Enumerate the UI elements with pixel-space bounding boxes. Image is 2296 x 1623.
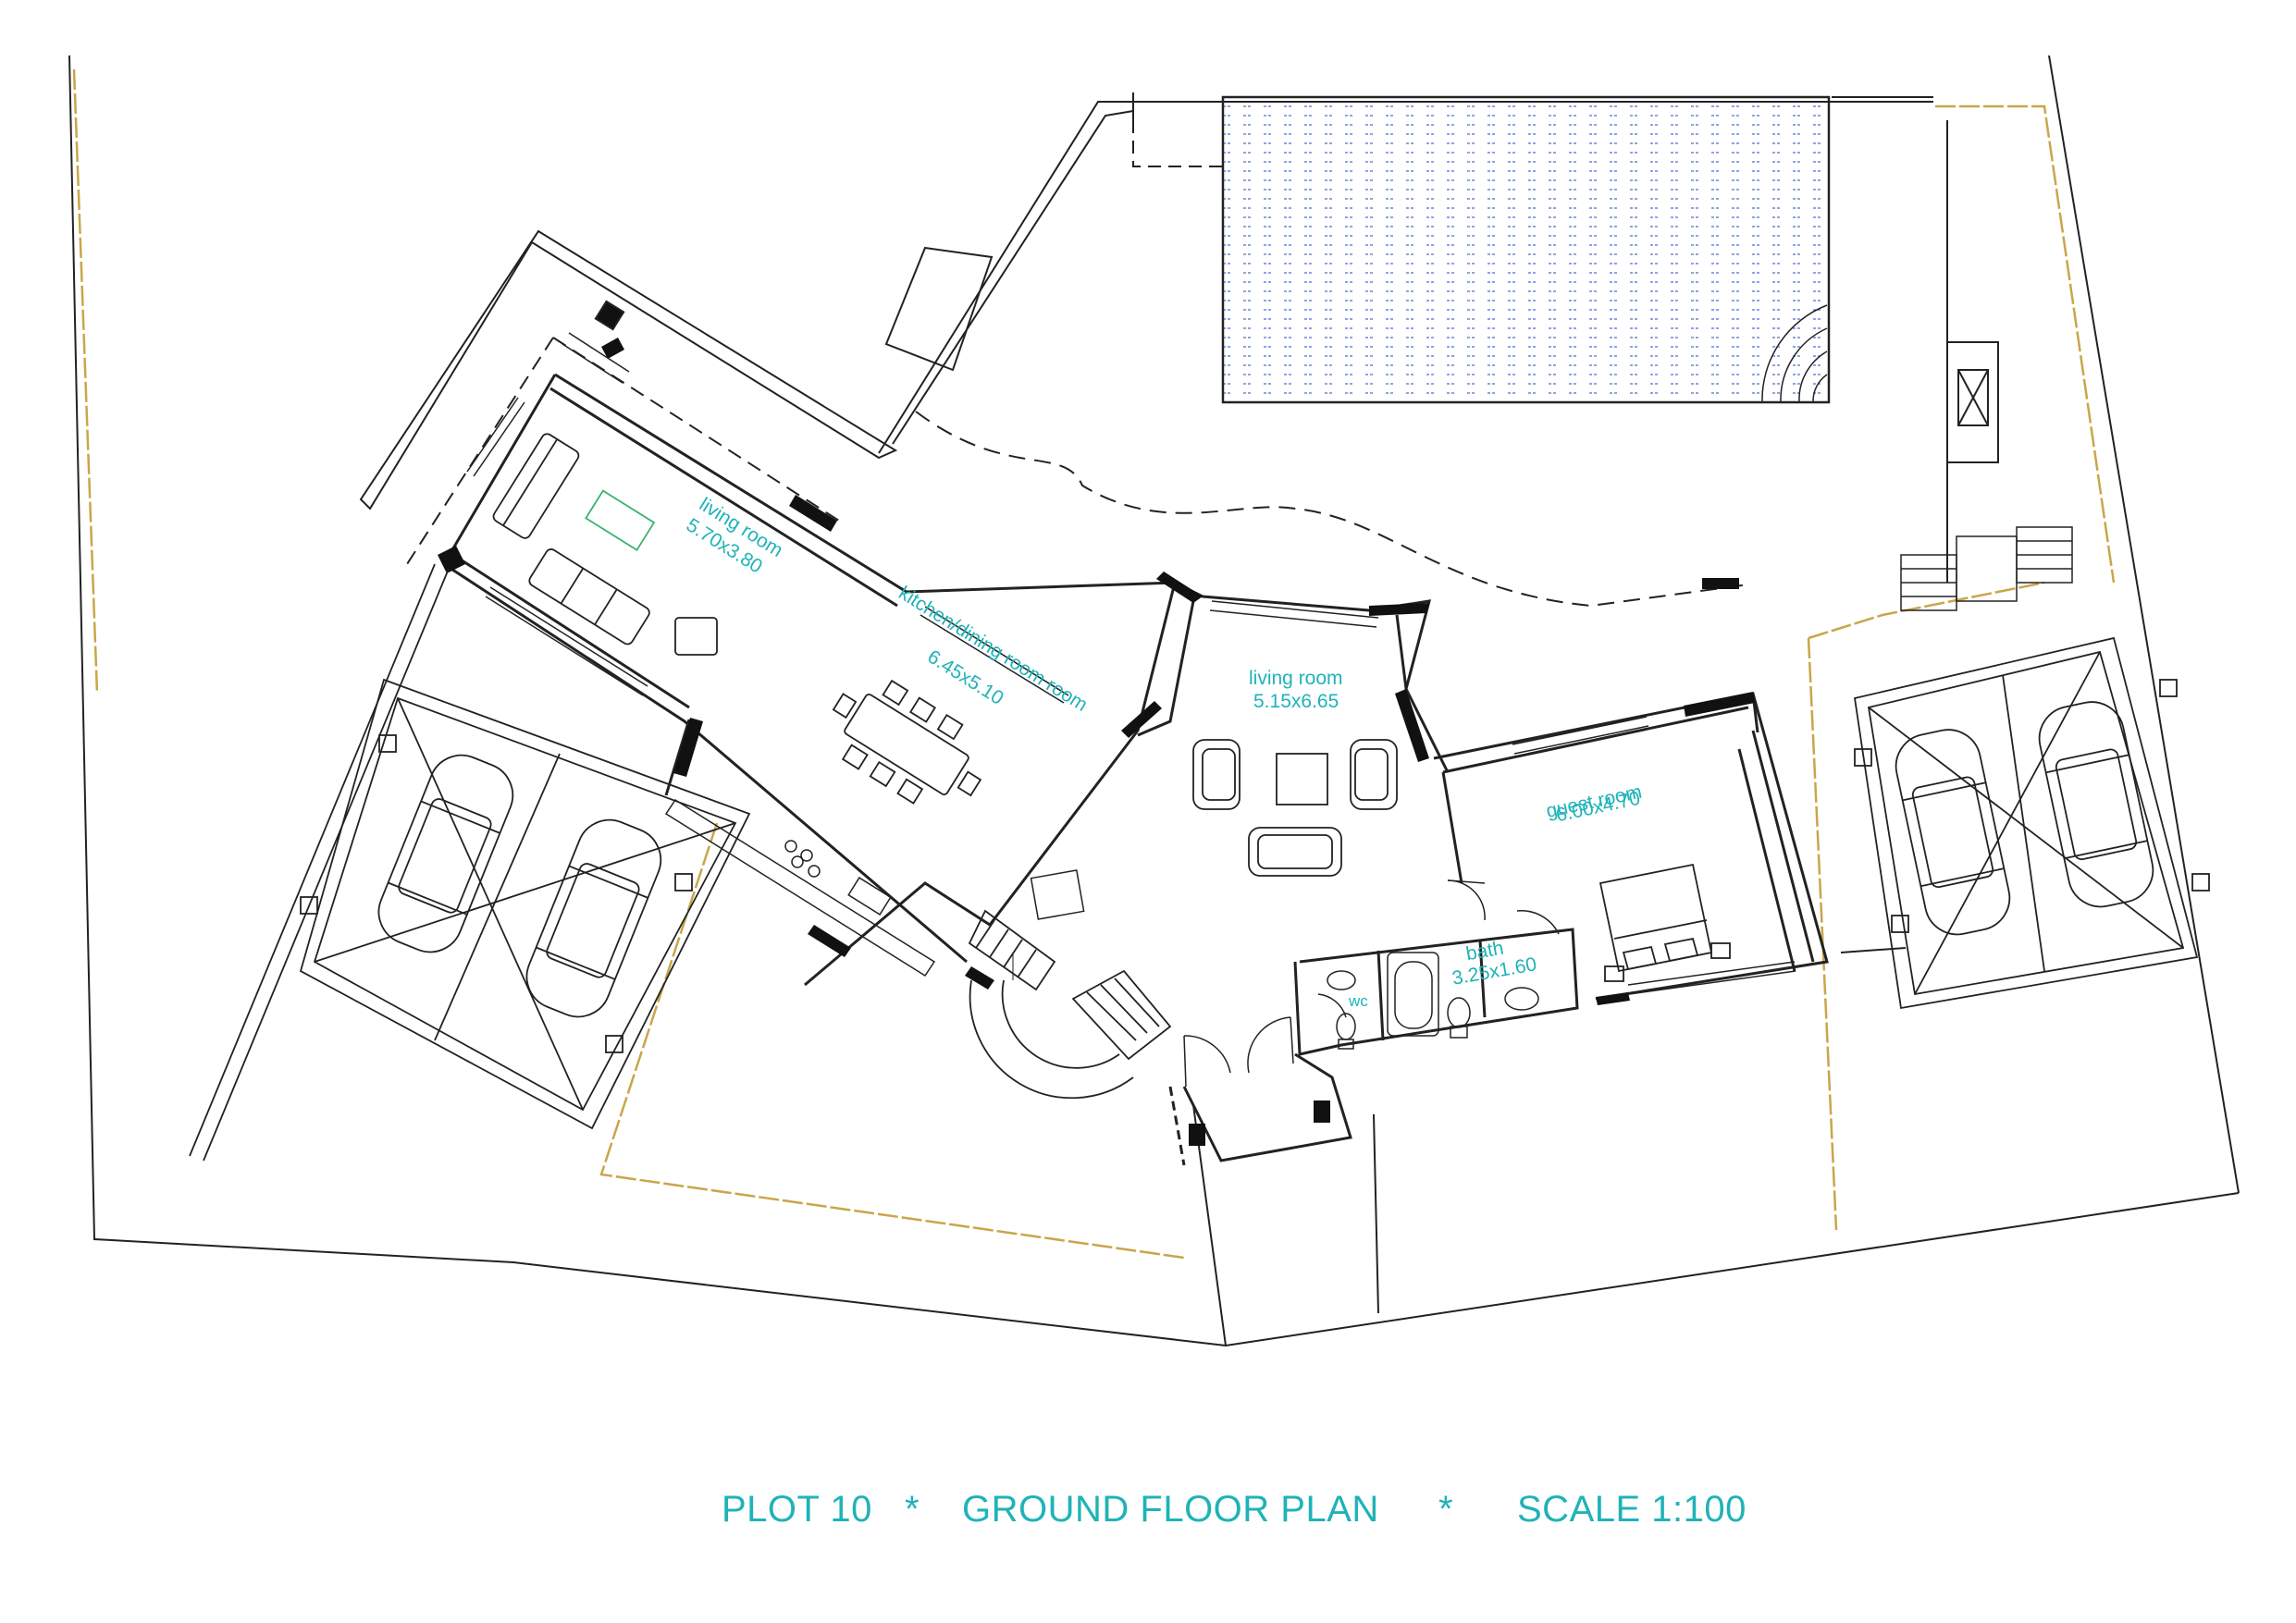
carport-left	[189, 563, 751, 1162]
terrace	[878, 92, 1999, 608]
caption-separator-2: *	[1438, 1489, 1454, 1530]
drawing-scale: SCALE 1:100	[1517, 1489, 1747, 1530]
doors	[1183, 879, 1560, 1088]
lounge-furniture	[1192, 739, 1398, 877]
caption-separator-1: *	[905, 1489, 920, 1530]
swimming-pool	[1221, 95, 1831, 404]
living-room-2-name: living room	[1249, 668, 1343, 689]
house-walls	[441, 373, 1829, 1166]
guest-bed	[1599, 863, 1731, 982]
plan-title: GROUND FLOOR PLAN	[962, 1489, 1379, 1530]
windows	[466, 332, 1796, 995]
spiral-staircase	[968, 909, 1172, 1100]
living-room-2-size: 5.15x6.65	[1253, 691, 1339, 712]
terrace-stairs	[1900, 526, 2073, 611]
kitchen-counter	[664, 798, 1085, 977]
living-room-furniture	[492, 433, 718, 656]
drawing-caption: PLOT 10 * GROUND FLOOR PLAN * SCALE 1:10…	[0, 1489, 2296, 1554]
boundary-stone-wall	[72, 68, 2116, 1260]
dining-table	[832, 679, 982, 805]
plot-number: PLOT 10	[722, 1489, 872, 1530]
carport-right	[1853, 636, 2210, 1010]
wall-piers	[438, 338, 1755, 1146]
wc-name: wc	[1348, 992, 1368, 1010]
bath-fixtures	[1327, 952, 1539, 1050]
